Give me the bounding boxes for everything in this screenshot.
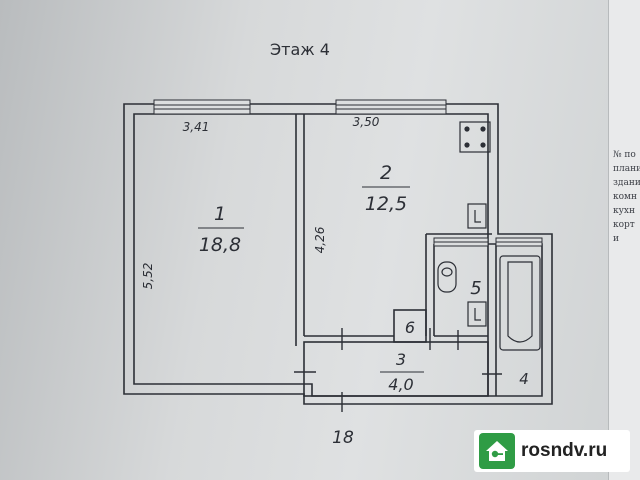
windows xyxy=(153,99,543,247)
toilet-icon xyxy=(437,261,457,293)
dimension-room1-width: 3,41 xyxy=(183,120,210,134)
dimension-room2-width: 3,50 xyxy=(353,115,380,129)
side-sheet-line: комн xyxy=(613,192,638,202)
watermark-badge: rosndv.ru xyxy=(474,430,630,472)
stove-icon xyxy=(459,121,491,153)
bathroom-sink-icon xyxy=(467,301,487,327)
room-2-area: 12,5 xyxy=(365,193,407,215)
window-room-1 xyxy=(153,99,251,115)
outer-wall xyxy=(123,103,553,405)
door-marks xyxy=(294,328,502,412)
walls xyxy=(123,103,553,405)
bathtub-icon xyxy=(499,255,541,351)
floor-label: Этаж 4 xyxy=(270,40,330,59)
room-6-number: 6 xyxy=(405,318,415,337)
side-sheet-line: плани xyxy=(613,164,640,174)
watermark-text: rosndv.ru xyxy=(521,440,608,461)
kitchen-sink-icon xyxy=(467,203,487,229)
dimension-room2-height: 4,26 xyxy=(313,226,327,253)
side-sheet-line: № по xyxy=(613,150,636,160)
closet-outline xyxy=(393,309,427,343)
room-4-number: 4 xyxy=(519,370,529,388)
room-2-number: 2 xyxy=(380,162,392,184)
side-sheet-line: здани xyxy=(613,178,640,188)
room-3-area: 4,0 xyxy=(388,375,413,394)
room-1-number: 1 xyxy=(214,203,226,225)
adjacent-sheet: № по плани здани комн кухн корт и xyxy=(608,0,640,480)
dimension-room1-height: 5,52 xyxy=(141,263,155,290)
room-1-area: 18,8 xyxy=(199,234,241,256)
room-3-number: 3 xyxy=(396,350,406,369)
side-sheet-line: кухн xyxy=(613,206,635,216)
fixtures xyxy=(437,121,541,351)
unit-number: 18 xyxy=(332,428,354,448)
room-5-number: 5 xyxy=(470,278,481,299)
house-icon xyxy=(479,433,515,469)
window-room-2 xyxy=(335,99,447,115)
side-sheet-line: корт xyxy=(613,220,635,230)
side-sheet-line: и xyxy=(613,234,619,244)
outer-wall-inner xyxy=(133,113,543,397)
